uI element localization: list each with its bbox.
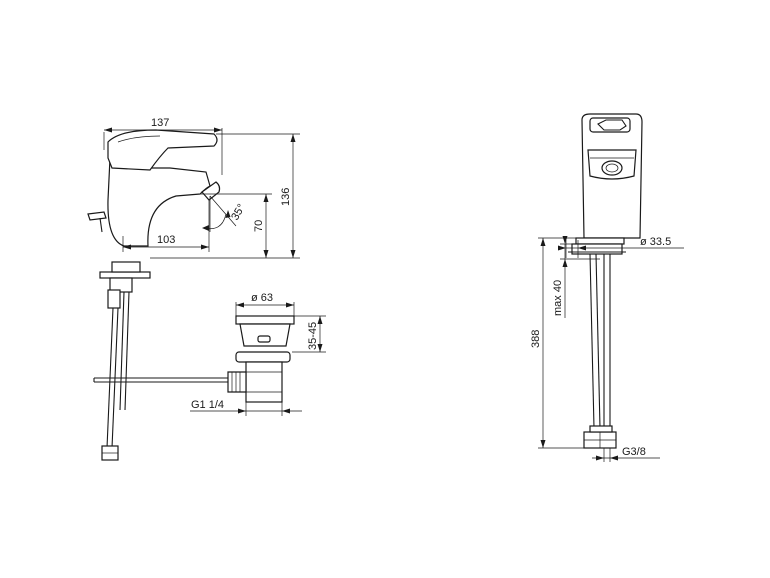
- label-137: 137: [151, 117, 169, 129]
- front-lever-recess: [589, 117, 631, 133]
- waste-collar: [235, 351, 291, 363]
- label-388: 388: [530, 330, 542, 348]
- popup-knob: [87, 211, 107, 221]
- front-hose-left-b: [595, 253, 601, 429]
- faucet-side-view: [87, 129, 228, 461]
- base-flange: [111, 261, 141, 273]
- fixing-thread: [109, 277, 133, 293]
- lever-handle: [107, 129, 218, 171]
- faucet-body: [107, 156, 211, 247]
- base-plate: [99, 271, 151, 279]
- label-35-degrees: 35°: [229, 202, 248, 222]
- label-35-45: 35-45: [307, 322, 319, 350]
- front-hose-left-a: [589, 253, 595, 429]
- front-lever-icon: [597, 119, 627, 131]
- dimension-lines: [103, 127, 684, 462]
- front-base-collar: [571, 243, 623, 255]
- label-diameter-33-5: ø 33.5: [640, 236, 671, 248]
- front-aerator: [601, 160, 623, 176]
- waste-flange: [235, 315, 295, 325]
- waste-valve: [227, 315, 295, 403]
- label-g3-8: G3/8: [622, 446, 646, 458]
- front-base-plate: [575, 237, 625, 245]
- waste-body: [245, 361, 283, 403]
- waste-side-outlet: [227, 371, 247, 393]
- label-103: 103: [157, 234, 175, 246]
- faucet-front-view: [568, 113, 643, 449]
- hose-right-a: [119, 291, 125, 411]
- spout-tip: [201, 181, 221, 201]
- dimension-labels: 137 136 103 70 35° ø 63 35-45 G1 1/4 ø 3…: [151, 117, 671, 458]
- waste-slot: [257, 335, 271, 343]
- popup-knob-stem: [99, 217, 103, 233]
- fixing-nut: [107, 289, 121, 309]
- hose-right-b: [124, 291, 130, 411]
- label-g1-1-4: G1 1/4: [191, 399, 224, 411]
- label-diameter-63: ø 63: [251, 292, 273, 304]
- label-70: 70: [253, 220, 265, 232]
- waste-bowl: [239, 323, 291, 347]
- lever-detail: [117, 135, 161, 143]
- label-136: 136: [280, 188, 292, 206]
- label-max-40: max 40: [552, 280, 564, 316]
